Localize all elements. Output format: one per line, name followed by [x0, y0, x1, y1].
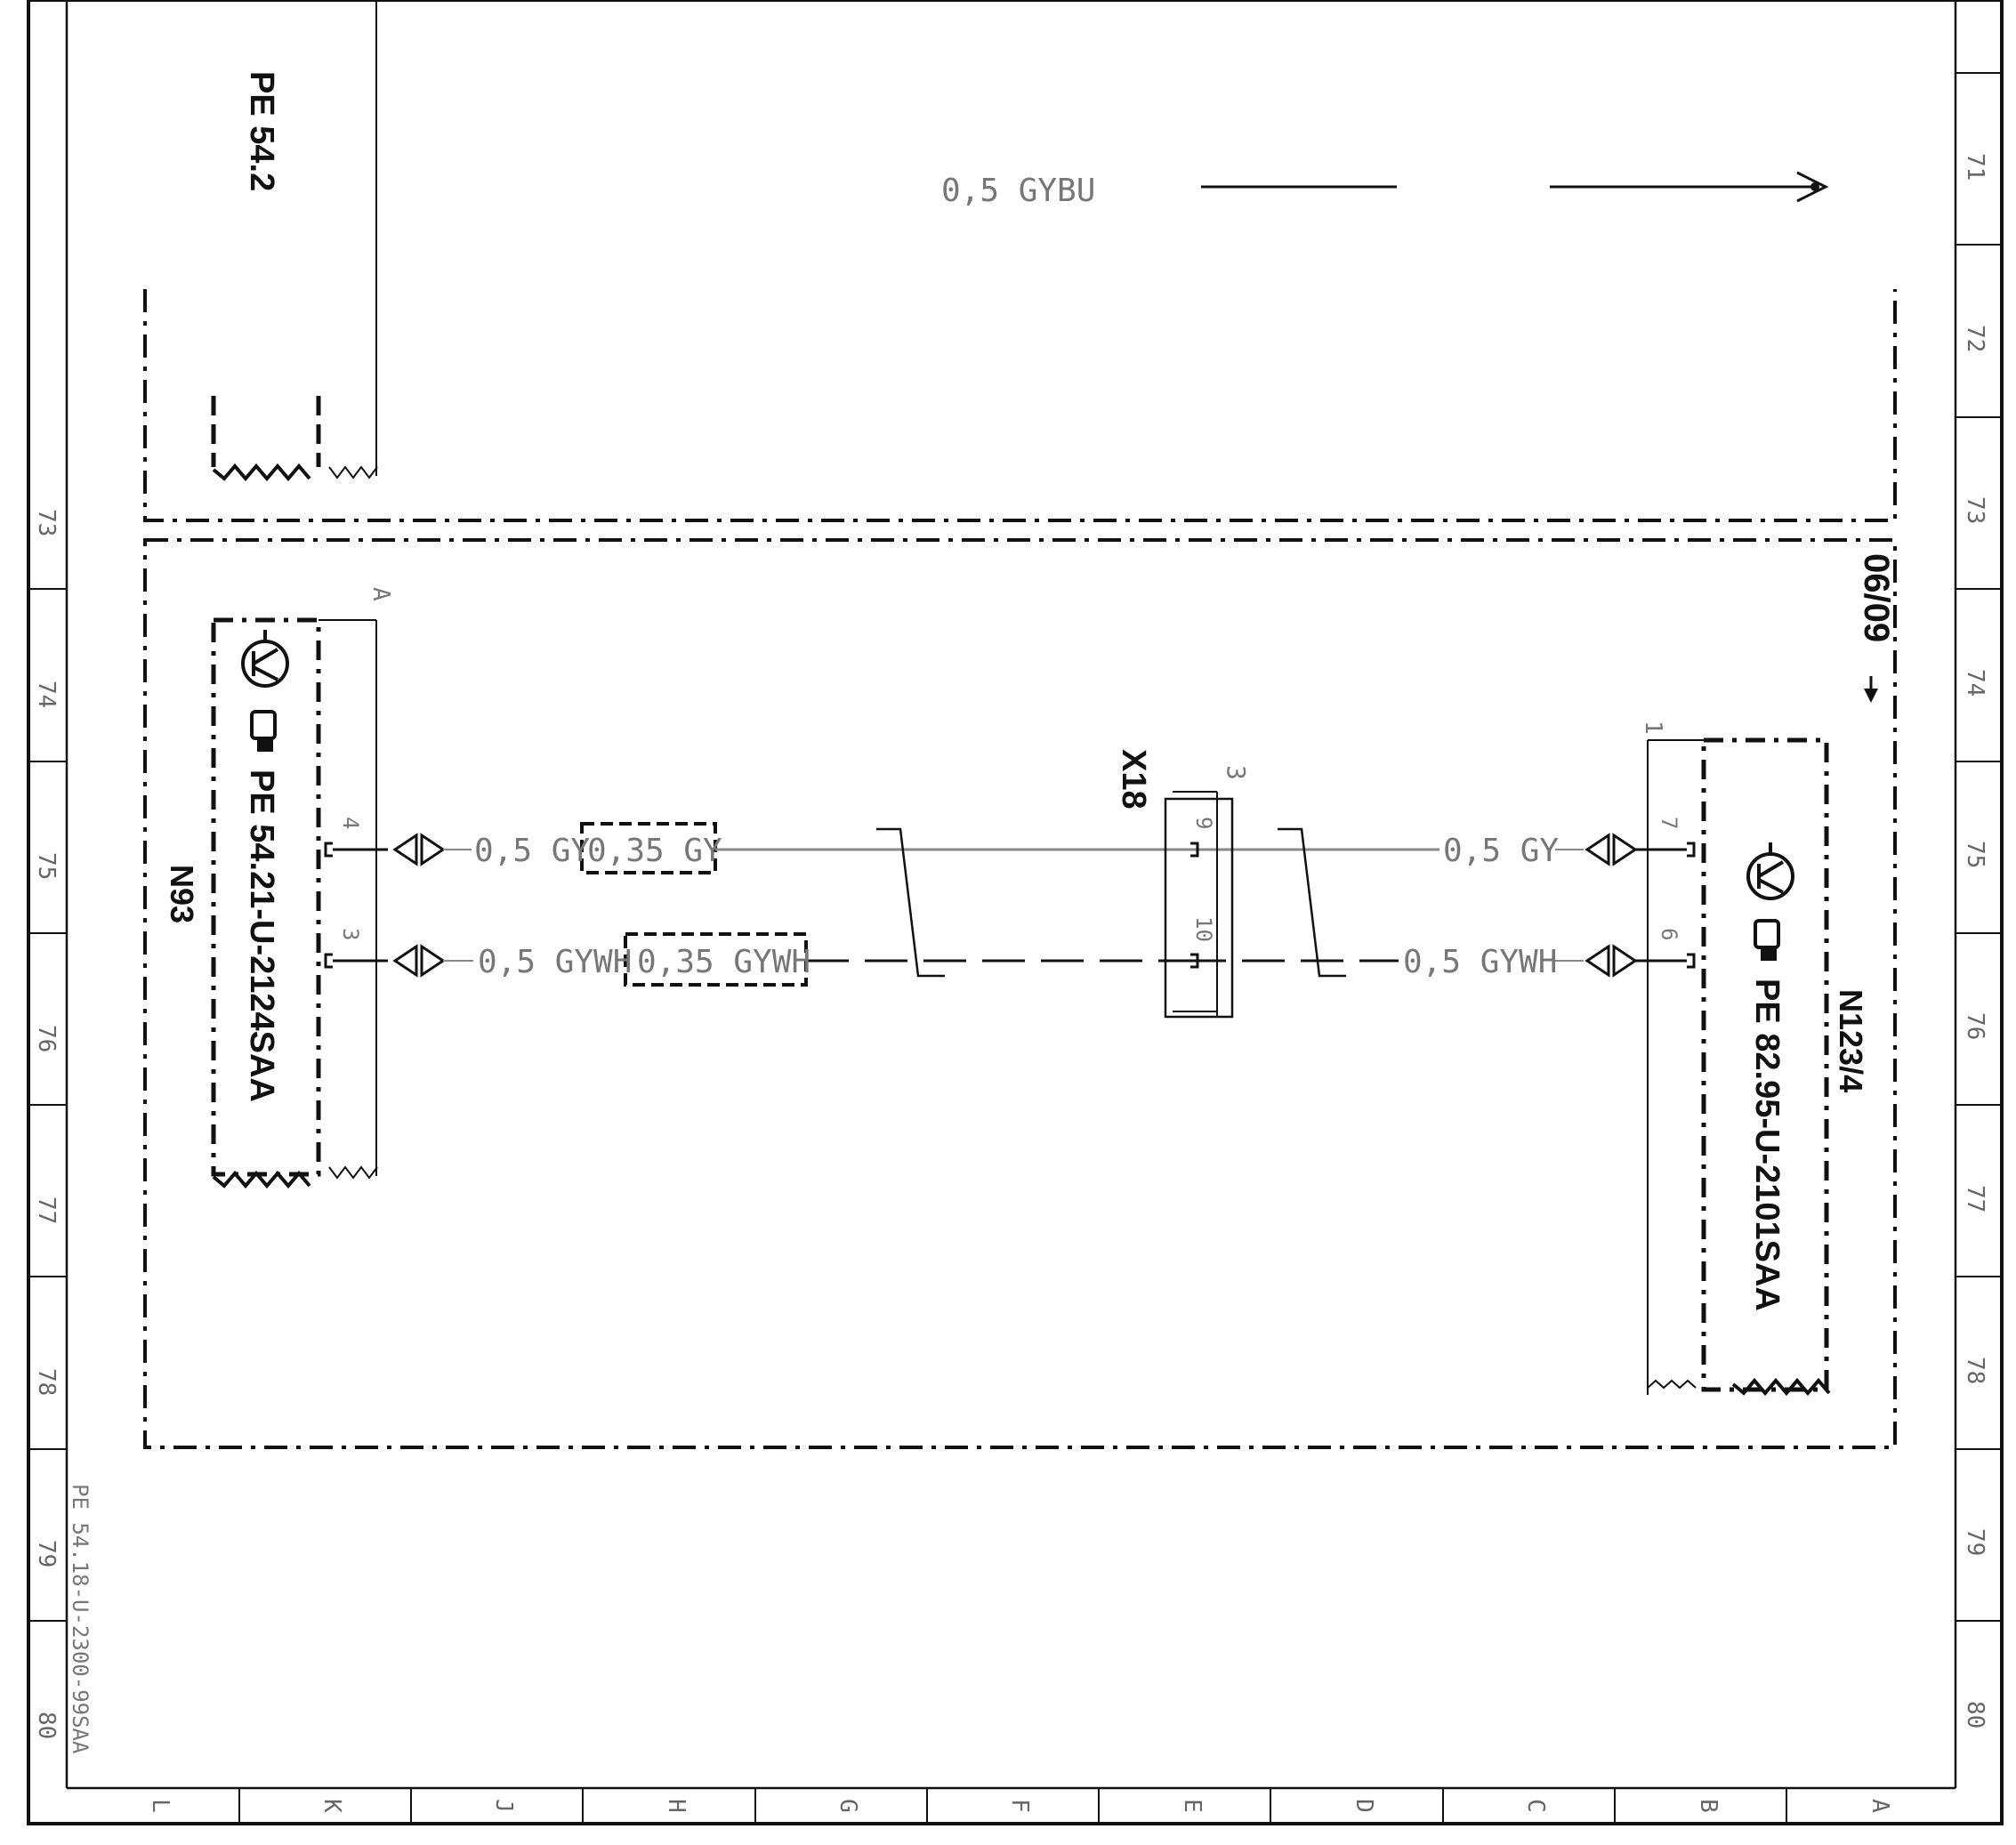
row-label: 72 — [1962, 325, 1988, 352]
right-row-labels: 71 72 73 74 75 76 77 78 79 80 — [1962, 153, 1988, 1728]
connector-pin: 9 — [1191, 817, 1216, 829]
wire-2-left-label: 0,5 GYWH — [478, 944, 632, 980]
row-label: 79 — [33, 1540, 60, 1567]
connector-count: 3 — [1222, 765, 1251, 780]
right-pin-label: 6 — [1657, 928, 1681, 940]
wire-2 — [333, 932, 1687, 987]
down-arrow-icon — [1864, 676, 1878, 703]
drawing-reference: PE 54.18-U-2300-99SAA — [68, 1484, 93, 1754]
wire-1-right-label: 0,5 GY — [1443, 833, 1559, 869]
col-label: H — [663, 1799, 689, 1813]
wire-1 — [333, 822, 1687, 874]
main-enclosure — [143, 538, 1897, 1449]
left-pin-label: 4 — [338, 817, 363, 829]
right-module — [1647, 737, 1831, 1397]
row-label: 77 — [1962, 1185, 1988, 1213]
wire-2-right-label: 0,5 GYWH — [1403, 944, 1557, 980]
col-label: B — [1695, 1799, 1722, 1813]
upper-enclosure — [143, 289, 1897, 522]
right-module-ref: PE 82.95-U-2101SAA — [1748, 979, 1786, 1311]
left-module-letter: A — [367, 587, 394, 601]
wire-1-left-label: 0,5 GY — [474, 833, 590, 869]
right-module-id: N123/4 — [1833, 989, 1869, 1092]
wire-2-inner-label: 0,35 GYWH — [637, 944, 810, 980]
top-reference-label: PE 54.2 — [243, 71, 280, 191]
twisted-pair-right — [1278, 827, 1346, 978]
col-label: G — [835, 1799, 861, 1813]
left-module-ref: PE 54.21-U-2124SAA — [243, 769, 280, 1102]
left-row-labels: 73 74 75 76 77 78 79 80 — [33, 509, 60, 1739]
row-label: 78 — [1962, 1357, 1988, 1384]
revision-date: 06/09 — [1857, 553, 1896, 642]
col-label: K — [319, 1799, 345, 1813]
pointing-hand-icon — [1754, 919, 1780, 961]
row-label: 74 — [1962, 669, 1988, 697]
row-label: 71 — [1962, 153, 1988, 181]
control-unit-icon — [241, 630, 289, 688]
row-label: 75 — [1962, 841, 1988, 868]
left-pin-label: 3 — [338, 928, 363, 940]
connector-x18 — [1164, 791, 1234, 1019]
col-label: E — [1179, 1799, 1206, 1813]
sheet-frame — [27, 0, 2004, 1825]
left-module-id: N93 — [164, 865, 200, 923]
column-labels: L K J H G F E D C B A — [147, 1799, 1893, 1813]
col-label: F — [1006, 1799, 1033, 1813]
row-label: 77 — [33, 1196, 60, 1224]
top-reference-block — [211, 0, 378, 482]
right-pin-label: 7 — [1657, 817, 1681, 829]
left-module — [211, 617, 378, 1189]
col-label: J — [490, 1799, 517, 1813]
row-label: 75 — [33, 852, 60, 880]
twisted-pair-left — [876, 827, 945, 978]
top-wire — [1201, 171, 1829, 203]
wire-1-inner-label: 0,35 GY — [587, 833, 722, 869]
connector-pin: 10 — [1191, 916, 1216, 942]
top-wire-label: 0,5 GYBU — [941, 173, 1095, 209]
row-label: 80 — [1962, 1701, 1988, 1728]
row-label: 73 — [33, 509, 60, 536]
row-label: 80 — [33, 1712, 60, 1739]
row-label: 76 — [1962, 1012, 1988, 1040]
row-label: 76 — [33, 1025, 60, 1052]
row-label: 79 — [1962, 1528, 1988, 1556]
col-label: L — [147, 1799, 173, 1813]
row-label: 74 — [33, 681, 60, 708]
control-unit-icon — [1746, 842, 1794, 900]
col-label: A — [1867, 1799, 1893, 1813]
col-label: D — [1351, 1799, 1377, 1813]
row-label: 73 — [1962, 496, 1988, 524]
row-label: 78 — [33, 1368, 60, 1396]
right-module-letter: 1 — [1640, 721, 1666, 735]
pointing-hand-icon — [250, 710, 277, 752]
col-label: C — [1522, 1799, 1549, 1813]
connector-id: X18 — [1115, 749, 1152, 810]
